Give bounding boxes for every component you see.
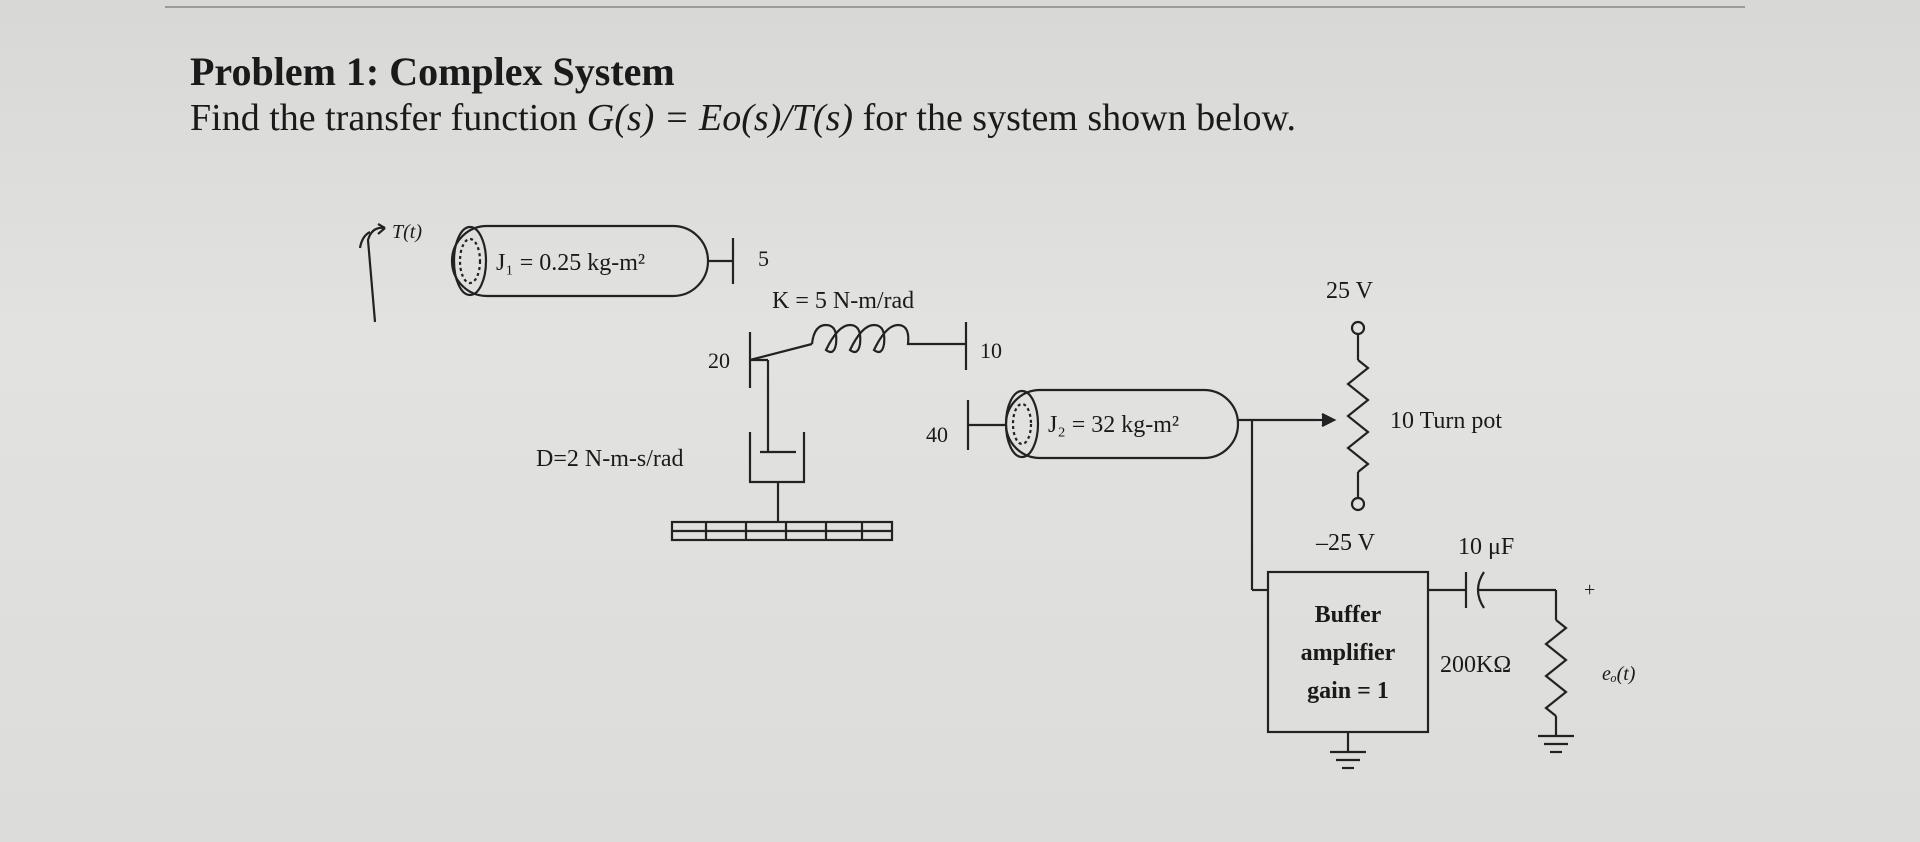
damper-label: D=2 N-m-s/rad bbox=[536, 446, 684, 472]
damper-shape bbox=[748, 432, 806, 522]
buffer-label-line3: gain = 1 bbox=[1307, 678, 1389, 704]
output-ground-icon bbox=[1538, 734, 1574, 754]
ground-plate-shape bbox=[670, 520, 894, 542]
buffer-label-line2: amplifier bbox=[1301, 640, 1396, 666]
problem-statement: Find the transfer function G(s) = Eo(s)/… bbox=[190, 96, 1296, 140]
j1-label: J₁ = 0.25 kg-m² bbox=[496, 250, 645, 276]
gear-40-label: 40 bbox=[926, 422, 948, 447]
gear-20-label: 20 bbox=[708, 348, 730, 373]
inertia-j2-shape bbox=[1004, 388, 1240, 460]
spring-label: K = 5 N-m/rad bbox=[772, 288, 914, 314]
gear-10-label: 10 bbox=[980, 338, 1002, 363]
capacitor-label: 10 μF bbox=[1458, 534, 1514, 560]
plus-sign-label: + bbox=[1584, 579, 1595, 601]
buffer-ground-icon bbox=[1330, 732, 1366, 770]
potentiometer-shape bbox=[1346, 320, 1370, 512]
output-voltage-label: eₒ(t) bbox=[1602, 663, 1636, 685]
torque-arrow-icon bbox=[358, 223, 386, 323]
input-torque-label: T(t) bbox=[392, 221, 422, 243]
problem-title: Problem 1: Complex System bbox=[190, 49, 675, 94]
pot-bottom-voltage-label: –25 V bbox=[1315, 530, 1376, 556]
statement-suffix: for the system shown below. bbox=[853, 97, 1296, 139]
resistor-label: 200KΩ bbox=[1440, 652, 1511, 678]
pot-label: 10 Turn pot bbox=[1390, 408, 1502, 434]
resistor-shape bbox=[1544, 600, 1568, 736]
pot-top-voltage-label: 25 V bbox=[1326, 278, 1374, 304]
j2-label: J₂ = 32 kg-m² bbox=[1048, 412, 1179, 438]
problem-heading: Problem 1: Complex System Find the trans… bbox=[190, 48, 1296, 140]
buffer-label-line1: Buffer bbox=[1315, 602, 1382, 628]
statement-prefix: Find the transfer function bbox=[190, 97, 587, 139]
wiper-arrow-icon bbox=[1321, 413, 1337, 427]
gear-5-label: 5 bbox=[758, 246, 769, 271]
top-border bbox=[165, 0, 1745, 8]
spring-shape bbox=[810, 323, 965, 354]
transfer-function: G(s) = Eo(s)/T(s) bbox=[586, 97, 854, 139]
